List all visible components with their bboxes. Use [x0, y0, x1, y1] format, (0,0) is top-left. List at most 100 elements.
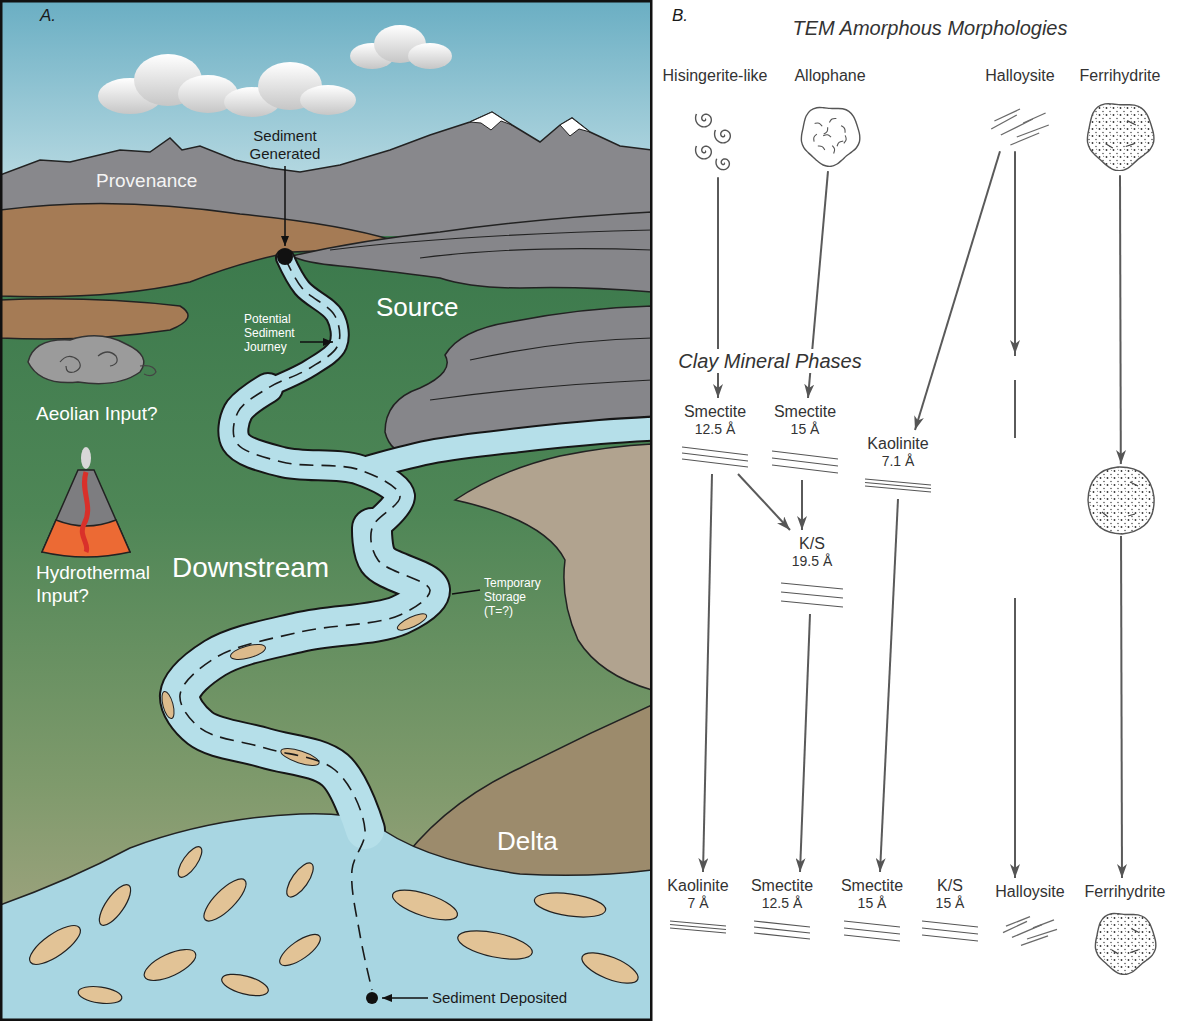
delta-island — [24, 843, 642, 1006]
delta-island — [275, 929, 325, 971]
mineral-name: Kaolinite — [867, 434, 928, 453]
valley-ground — [0, 236, 652, 1021]
callout-label: Potential Sediment Journey — [244, 313, 308, 354]
sand-bar — [160, 611, 429, 769]
floodplain — [455, 444, 652, 690]
region-label: Source — [376, 292, 458, 323]
d-spacing: 15 Å — [791, 421, 820, 438]
mineral-node: Smectite15 Å — [837, 872, 907, 948]
slope-strata — [330, 230, 652, 250]
aeolian-dust — [98, 352, 117, 366]
panel-letter: A. — [40, 6, 56, 26]
mineral-name: Smectite — [841, 876, 903, 895]
arrowhead — [1010, 340, 1020, 354]
sand-bar — [279, 745, 321, 769]
sticks-icon — [988, 107, 1052, 147]
cloud — [408, 43, 452, 69]
mineral-node: Smectite12.5 Å — [747, 872, 817, 946]
cloud — [300, 85, 356, 115]
arrowhead — [1116, 450, 1126, 464]
mineral-name: K/S — [799, 534, 825, 553]
mineral-node: Kaolinite7.1 Å — [859, 430, 937, 499]
aeolian-dust — [28, 336, 156, 384]
slope-strata — [420, 249, 652, 258]
mineral-name: Allophane — [794, 66, 865, 85]
delta-island — [455, 925, 534, 964]
layers-icon — [668, 918, 728, 936]
d-spacing: 7 Å — [687, 895, 708, 912]
mineral-name: Smectite — [684, 402, 746, 421]
volcano — [81, 447, 91, 469]
input-label: Aeolian Input? — [36, 403, 158, 426]
aeolian-dust — [140, 366, 156, 376]
sand-bar — [160, 690, 177, 720]
mineral-node: Halloysite — [981, 62, 1058, 151]
mineral-node: Smectite12.5 Å — [676, 398, 754, 474]
mineral-name: Smectite — [751, 876, 813, 895]
region-label: Delta — [497, 826, 558, 857]
volcano — [82, 472, 87, 552]
slope-strata — [330, 230, 652, 400]
connector-group — [703, 151, 1122, 878]
delta-island — [24, 919, 86, 971]
snow-cap — [470, 112, 512, 130]
region-label: Downstream — [172, 551, 329, 585]
leader-line — [300, 341, 333, 343]
transformation-arrow — [801, 480, 803, 530]
volcano — [42, 447, 130, 557]
leader-line — [452, 590, 480, 594]
leader-line — [284, 166, 286, 246]
layers-icon — [752, 918, 812, 942]
layers-icon — [680, 444, 750, 470]
mineral-node: K/S19.5 Å — [775, 530, 849, 614]
layers-icon — [842, 918, 902, 944]
river-water — [360, 428, 652, 470]
mineral-name: Hisingerite-like — [663, 66, 768, 85]
callout-label: Temporary Storage (T=?) — [484, 577, 554, 618]
mineral-node: Smectite15 Å — [766, 398, 844, 480]
mineral-node: Ferrihydrite — [1076, 62, 1165, 175]
callout-label: Sediment Generated — [243, 127, 327, 163]
aeolian-dust — [28, 336, 144, 384]
delta-water — [0, 814, 652, 1021]
cloud — [98, 25, 452, 117]
section-heading: Clay Mineral Phases — [673, 349, 866, 373]
allophane-icon — [798, 103, 862, 167]
layers-icon — [863, 476, 933, 495]
mineral-node: Allophane — [790, 62, 869, 171]
delta-island — [533, 889, 607, 921]
rock-slope — [292, 212, 652, 292]
mineral-name: Halloysite — [985, 66, 1054, 85]
mineral-node: Halloysite — [991, 878, 1068, 951]
arrow-gap — [1005, 356, 1025, 380]
delta-island — [282, 859, 318, 901]
mineral-name: Ferrihydrite — [1085, 882, 1166, 901]
arrow-gap — [1005, 438, 1025, 598]
delta-island — [578, 947, 642, 990]
transformation-arrow — [800, 614, 810, 872]
delta-island — [77, 984, 123, 1006]
input-label: Hydrothermal Input? — [36, 562, 176, 608]
delta-island — [198, 873, 252, 927]
mineral-name: Halloysite — [995, 882, 1064, 901]
section-heading: TEM Amorphous Morphologies — [793, 16, 1068, 40]
panel-frame — [1, 1, 651, 1020]
region-label: Provenance — [96, 170, 197, 193]
layers-icon — [920, 918, 980, 944]
river-bank — [360, 428, 652, 470]
panel-b-marks — [1005, 340, 1157, 598]
ferrihydrite-icon — [1088, 467, 1154, 534]
delta-island — [219, 970, 270, 1000]
sediment-path — [180, 258, 430, 990]
deposit-dot — [366, 992, 378, 1004]
icon-ground — [1085, 464, 1157, 536]
layers-icon — [779, 580, 845, 610]
d-spacing: 7.1 Å — [882, 453, 915, 470]
d-spacing: 12.5 Å — [695, 421, 735, 438]
source-dot — [277, 249, 293, 265]
transformation-arrow — [915, 151, 1000, 430]
leader-line — [382, 997, 428, 999]
delta-island — [174, 843, 206, 881]
